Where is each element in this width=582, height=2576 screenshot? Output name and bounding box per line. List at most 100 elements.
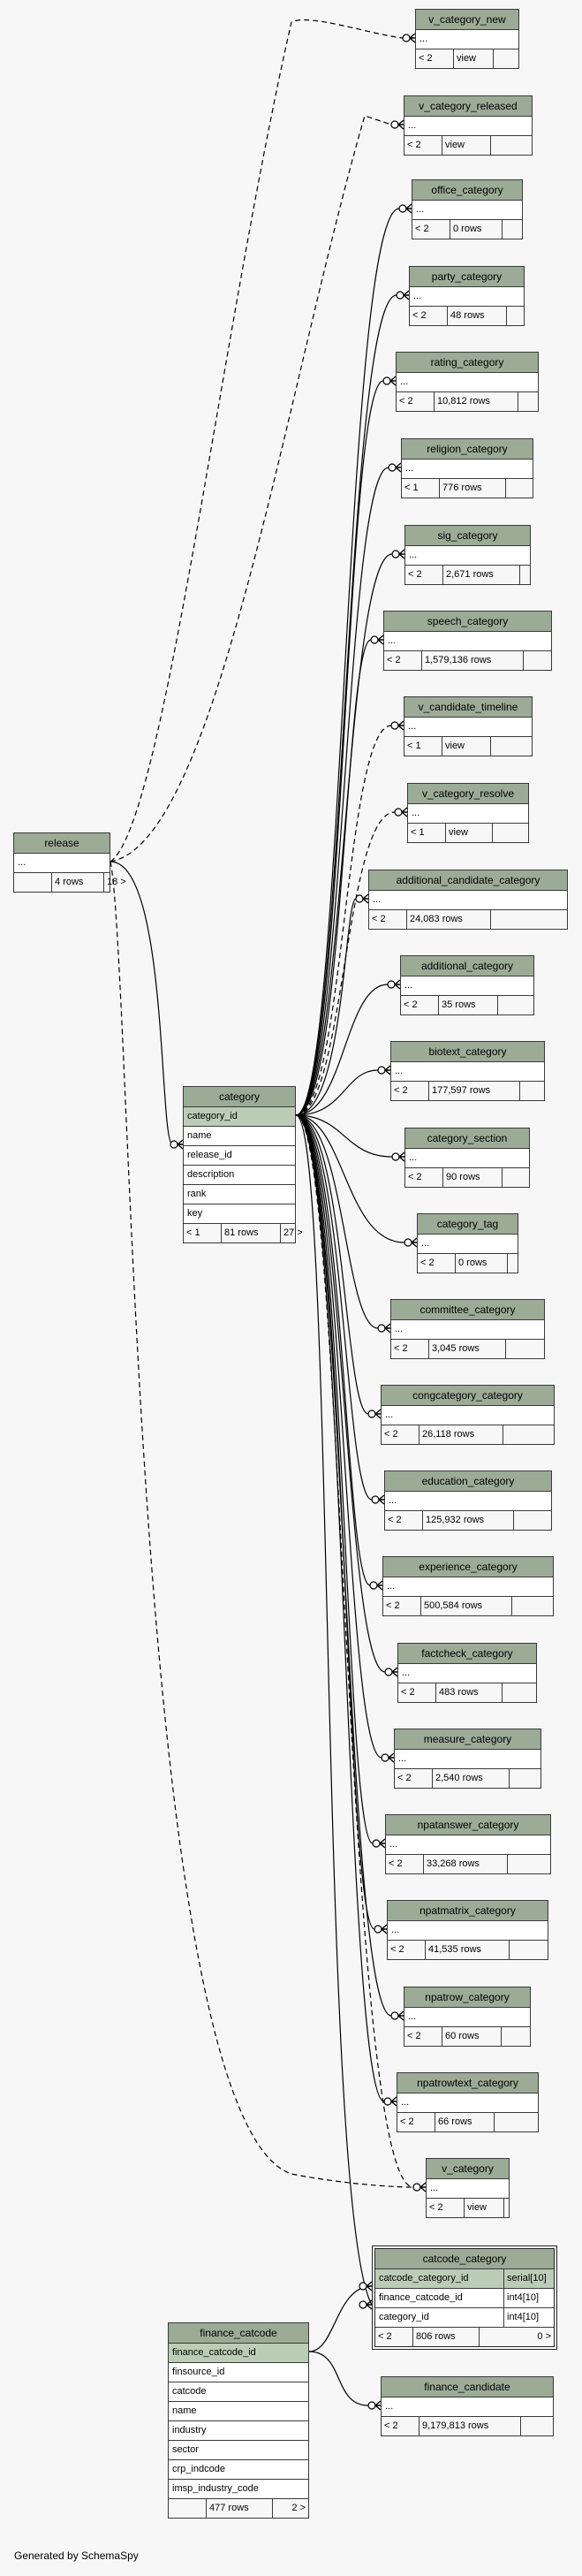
column-row[interactable]: ... — [385, 1492, 551, 1511]
parent-count[interactable]: < 2 — [382, 1425, 419, 1444]
parent-count[interactable] — [14, 873, 52, 892]
column-row[interactable]: key — [184, 1204, 295, 1224]
column-row[interactable]: finsource_id — [169, 2363, 308, 2382]
child-count[interactable] — [494, 49, 518, 68]
column-row[interactable]: description — [184, 1166, 295, 1185]
column-row[interactable]: ... — [382, 1406, 554, 1425]
column-row[interactable]: ... — [416, 30, 518, 49]
child-count[interactable] — [493, 824, 528, 842]
table-name[interactable]: category_tag — [418, 1214, 518, 1235]
parent-count[interactable]: < 1 — [404, 737, 442, 756]
child-count[interactable] — [508, 1855, 550, 1873]
table-name[interactable]: catcode_category — [375, 2249, 554, 2269]
column-row[interactable]: ... — [391, 1320, 544, 1340]
table-name[interactable]: rating_category — [397, 353, 538, 373]
table-name[interactable]: v_category_resolve — [408, 784, 528, 804]
column-row[interactable]: ... — [398, 1664, 536, 1683]
table-name[interactable]: committee_category — [391, 1300, 544, 1320]
parent-count[interactable]: < 2 — [404, 136, 442, 155]
column-row[interactable]: ... — [408, 804, 528, 824]
parent-count[interactable]: < 2 — [410, 307, 448, 325]
child-count[interactable]: 2 > — [291, 2503, 306, 2513]
column-row[interactable]: ... — [404, 117, 532, 136]
column-row[interactable]: ... — [395, 1750, 540, 1769]
table-name[interactable]: party_category — [410, 267, 524, 287]
column-row[interactable]: ... — [397, 2093, 538, 2113]
table-name[interactable]: biotext_category — [391, 1042, 544, 1062]
column-row[interactable]: ... — [382, 2397, 553, 2417]
table-name[interactable]: category_section — [405, 1128, 529, 1149]
parent-count[interactable]: < 2 — [388, 1941, 426, 1959]
column-row[interactable]: ... — [14, 854, 110, 873]
table-name[interactable]: experience_category — [383, 1557, 553, 1577]
parent-count[interactable]: < 1 — [408, 824, 446, 842]
child-count[interactable] — [508, 1254, 518, 1273]
column-row[interactable]: ... — [397, 373, 538, 392]
parent-count[interactable]: < 2 — [391, 1340, 429, 1358]
child-count[interactable] — [524, 651, 551, 670]
child-count[interactable] — [506, 1340, 544, 1358]
primary-key-column[interactable]: category_id — [184, 1107, 295, 1127]
column-row[interactable]: name — [184, 1127, 295, 1146]
table-name[interactable]: v_category — [427, 2159, 509, 2179]
child-count[interactable] — [520, 1082, 544, 1100]
column-row[interactable]: industry — [169, 2421, 308, 2441]
child-count[interactable] — [510, 1769, 540, 1788]
column-row[interactable]: ... — [388, 1921, 548, 1941]
table-name[interactable]: education_category — [385, 1471, 551, 1492]
table-name[interactable]: additional_candidate_category — [369, 870, 567, 891]
child-count[interactable] — [514, 1511, 551, 1530]
table-name[interactable]: sig_category — [405, 526, 530, 546]
column-row[interactable]: ... — [384, 632, 551, 651]
table-name[interactable]: office_category — [412, 180, 522, 201]
parent-count[interactable]: < 2 — [397, 392, 435, 411]
parent-count[interactable]: < 2 — [404, 2027, 442, 2046]
primary-key-column[interactable]: finance_catcode_id — [169, 2344, 308, 2363]
column-row[interactable]: ... — [418, 1235, 518, 1254]
column-row[interactable]: catcode — [169, 2382, 308, 2402]
parent-count[interactable]: < 1 — [184, 1224, 222, 1242]
column-row[interactable]: imsp_industry_code — [169, 2480, 308, 2499]
column-row[interactable]: ... — [369, 891, 567, 910]
table-name[interactable]: npatrow_category — [404, 1987, 530, 2008]
table-name[interactable]: finance_catcode — [169, 2323, 308, 2344]
parent-count[interactable]: < 2 — [397, 2113, 435, 2131]
parent-count[interactable]: < 2 — [401, 996, 439, 1014]
column-row[interactable]: ... — [383, 1577, 553, 1597]
parent-count[interactable]: < 2 — [383, 1597, 421, 1615]
child-count[interactable] — [506, 479, 533, 498]
parent-count[interactable]: < 2 — [382, 2417, 419, 2435]
parent-count[interactable]: < 2 — [418, 1254, 456, 1273]
table-name[interactable]: npatmatrix_category — [388, 1901, 548, 1921]
table-name[interactable]: category — [184, 1087, 295, 1107]
child-count[interactable] — [512, 1597, 553, 1615]
parent-count[interactable]: < 2 — [395, 1769, 433, 1788]
parent-count[interactable]: < 2 — [375, 2328, 413, 2346]
column-row[interactable]: rank — [184, 1185, 295, 1204]
table-name[interactable]: religion_category — [402, 439, 533, 460]
parent-count[interactable]: < 1 — [402, 479, 440, 498]
table-name[interactable]: release — [14, 833, 110, 854]
